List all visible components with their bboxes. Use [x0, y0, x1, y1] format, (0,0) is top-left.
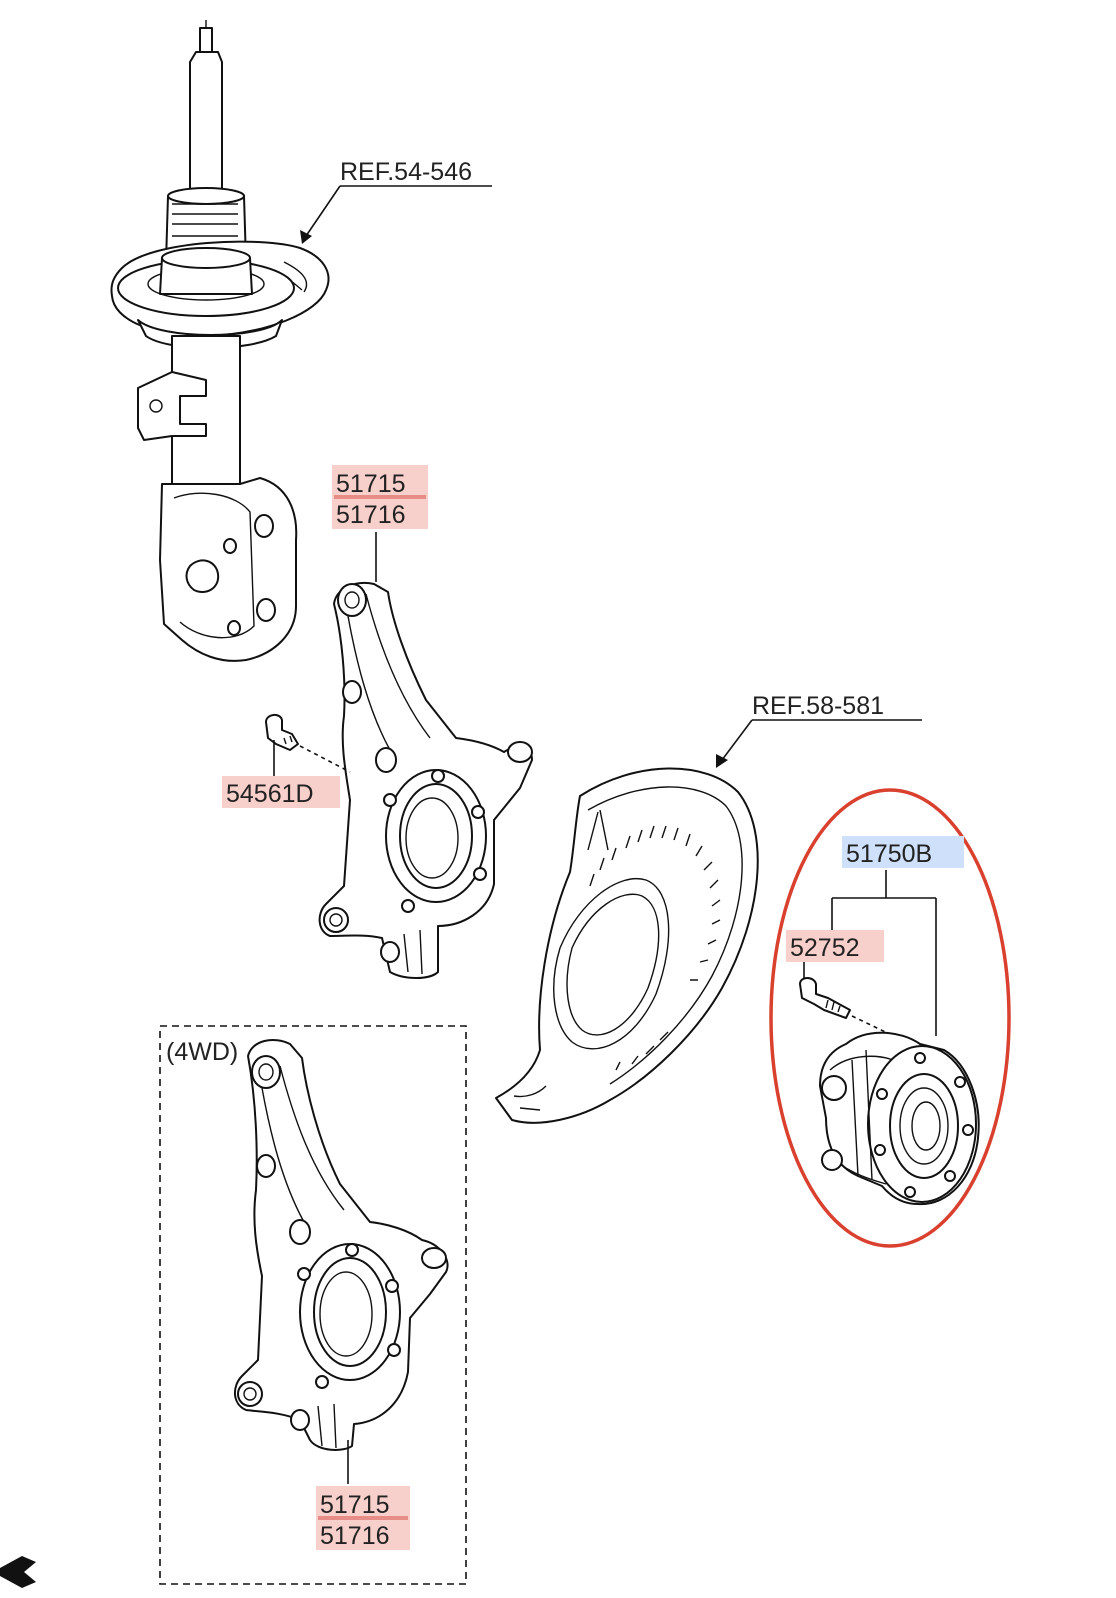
part-51715: 51715: [336, 470, 406, 498]
part-51716-4wd: 51716: [320, 1522, 390, 1550]
4wd-label: (4WD): [166, 1038, 238, 1066]
part-51750b: 51750B: [846, 840, 932, 868]
strut-assembly: [110, 20, 330, 662]
part-51715-4wd: 51715: [320, 1491, 390, 1519]
knuckle-bolt: 54561D: [222, 714, 351, 808]
part-51716: 51716: [336, 501, 406, 529]
knuckle-callout: 51715 51716: [332, 465, 428, 582]
part-52752: 52752: [790, 934, 860, 962]
hub-assembly-group: 51750B 52752: [769, 788, 1011, 1248]
brake-dust-cover: [495, 767, 759, 1124]
ref-strut-label: REF.54-546: [340, 158, 472, 186]
part-54561d: 54561D: [226, 780, 314, 808]
ref-strut-callout: REF.54-546: [300, 158, 492, 244]
ref-dust-cover-label: REF.58-581: [752, 692, 884, 720]
steering-knuckle: [318, 582, 533, 979]
highlight-circle: [769, 788, 1011, 1248]
ref-dust-cover-callout: REF.58-581: [716, 692, 922, 768]
4wd-group: (4WD) 51715 51716: [159, 1025, 467, 1585]
front-arrow-icon: [0, 1556, 36, 1588]
